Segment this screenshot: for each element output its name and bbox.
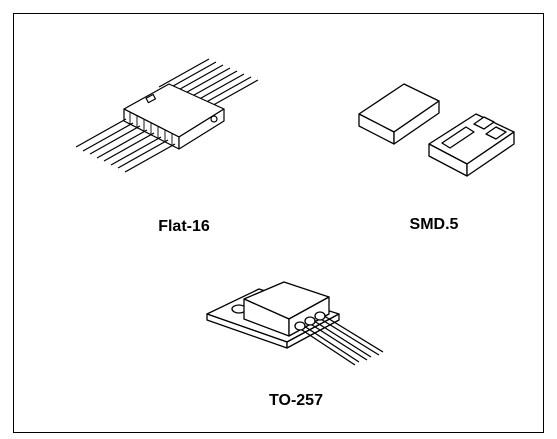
to257-leads [298, 313, 384, 366]
to257-label: TO-257 [269, 392, 323, 409]
smd5-left-chip [358, 83, 440, 145]
to257-package-drawing [199, 264, 399, 374]
smd5-right-chip [428, 113, 515, 177]
flat16-front-leads [75, 118, 176, 173]
figure-frame: Flat-16 [13, 13, 544, 433]
smd5-label: SMD.5 [409, 216, 459, 233]
flat16-label: Flat-16 [158, 218, 210, 235]
flat16-package-drawing [64, 49, 264, 199]
flat16-back-leads [158, 58, 259, 109]
smd5-package-drawing [354, 69, 524, 189]
